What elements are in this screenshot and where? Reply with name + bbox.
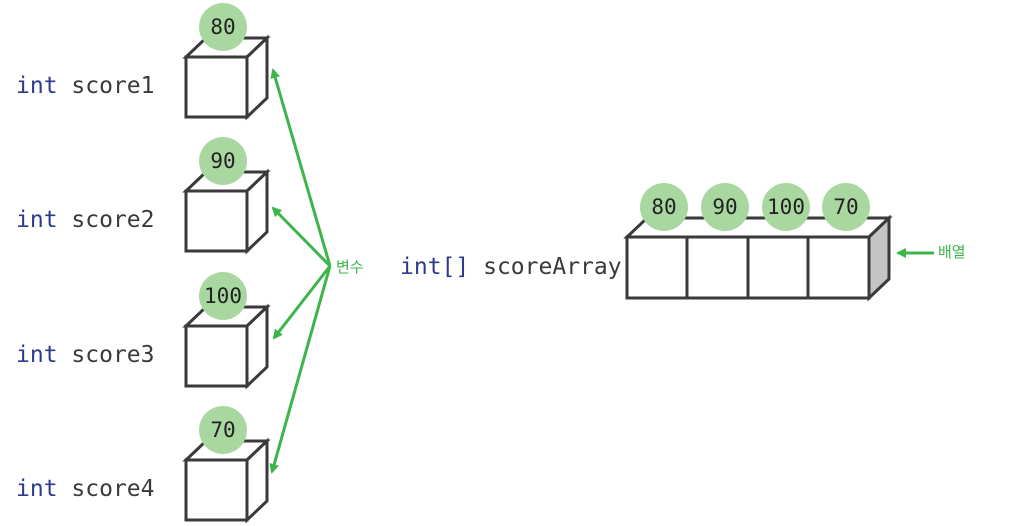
value-text: 80	[210, 15, 235, 39]
variable-decl-score4: int score4	[16, 475, 155, 503]
array-block: 80 90 100 70	[623, 183, 893, 302]
value-text: 100	[204, 284, 242, 308]
array-value-text: 70	[833, 195, 858, 219]
array-decl: int[] scoreArray	[400, 253, 622, 281]
array-value-text: 100	[767, 195, 805, 219]
arrow-to-score4	[269, 265, 332, 474]
variable-decl-score2: int score2	[16, 206, 155, 234]
value-circle	[199, 406, 247, 454]
variable-box-score1: 80	[182, 3, 271, 121]
array-cell	[625, 235, 689, 300]
arrow-to-score1	[270, 68, 332, 267]
array-cell	[806, 235, 871, 300]
array-value-circle	[762, 183, 810, 231]
variable-name: score3	[71, 342, 155, 368]
variable-box-score2: 90	[182, 137, 271, 255]
variable-arrows	[269, 68, 332, 474]
variable-box-score3: 100	[182, 272, 271, 390]
array-cell	[685, 235, 750, 300]
arrow-to-score3	[272, 265, 332, 340]
variable-name: score2	[71, 207, 155, 233]
array-value-text: 90	[712, 195, 737, 219]
array-callout-label: 배열	[938, 243, 966, 261]
variable-name: score1	[71, 73, 155, 99]
value-circle	[199, 272, 247, 320]
array-value-circle	[822, 183, 870, 231]
value-circle	[199, 3, 247, 51]
type-keyword: int	[16, 207, 58, 233]
variable-decl-score3: int score3	[16, 341, 155, 369]
array-name: scoreArray	[483, 254, 622, 280]
type-keyword: int	[16, 342, 58, 368]
variable-callout-label: 변수	[336, 258, 364, 276]
variable-name: score4	[71, 476, 155, 502]
value-text: 70	[210, 418, 235, 442]
type-keyword: int	[16, 73, 58, 99]
arrow-to-score2	[271, 206, 332, 268]
type-keyword: int	[16, 476, 58, 502]
value-circle	[199, 137, 247, 185]
array-value-circle	[701, 183, 749, 231]
array-value-text: 80	[651, 195, 676, 219]
variable-box-score4: 70	[182, 406, 271, 524]
variable-decl-score1: int score1	[16, 72, 155, 100]
array-value-circle	[640, 183, 688, 231]
array-cell	[746, 235, 810, 300]
value-text: 90	[210, 149, 235, 173]
array-type-keyword: int[]	[400, 254, 470, 280]
